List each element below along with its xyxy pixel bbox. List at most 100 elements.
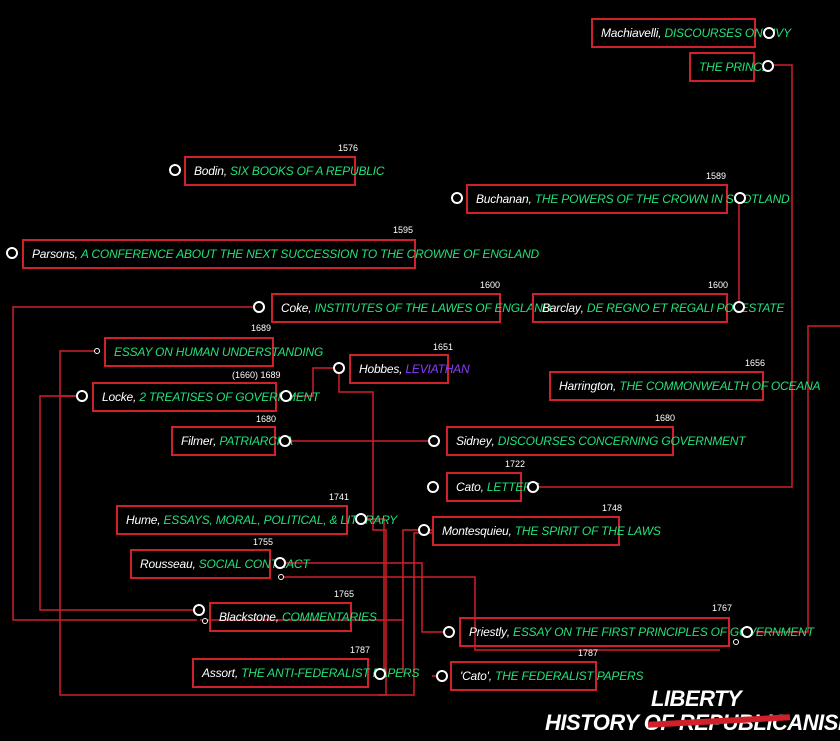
entry-cato-federalist: 'Cato', THE FEDERALIST PAPERS bbox=[450, 661, 643, 691]
year-priestly: 1767 bbox=[712, 603, 733, 613]
dot-priestly bbox=[733, 639, 739, 645]
entry-bodin: Bodin, SIX BOOKS OF A REPUBLIC bbox=[184, 156, 385, 186]
entry-coke: Coke, INSTITUTES OF THE LAWES OF ENGLAND bbox=[271, 293, 551, 323]
entry-sidney: Sidney, DISCOURSES CONCERNING GOVERNMENT bbox=[446, 426, 746, 456]
dot-rousseau bbox=[278, 574, 284, 580]
work-title: ESSAYS, MORAL, POLITICAL, & LITERARY bbox=[163, 513, 398, 527]
work-title: THE POWERS OF THE CROWN IN SCOTLAND bbox=[534, 192, 790, 206]
node-filmer bbox=[279, 435, 291, 447]
work-title: 2 TREATISES OF GOVERNMENT bbox=[139, 390, 320, 404]
work-title: A CONFERENCE ABOUT THE NEXT SUCCESSION T… bbox=[80, 247, 540, 261]
author: Cato bbox=[456, 480, 481, 494]
year-harrington: 1656 bbox=[745, 358, 766, 368]
entry-harrington: Harrington, THE COMMONWEALTH OF OCEANA bbox=[549, 371, 821, 401]
author: Sidney bbox=[456, 434, 492, 448]
node-blackstone bbox=[193, 604, 205, 616]
work-title: PATRIARCHA bbox=[219, 434, 293, 448]
year-filmer: 1680 bbox=[256, 414, 277, 424]
author: Coke bbox=[281, 301, 309, 315]
work-title: SOCIAL CONTRACT bbox=[198, 557, 310, 571]
year-bodin: 1576 bbox=[338, 143, 359, 153]
year-coke: 1600 bbox=[480, 280, 501, 290]
year-montesquieu: 1748 bbox=[602, 503, 623, 513]
author: Rousseau bbox=[140, 557, 193, 571]
year-locke-essay: 1689 bbox=[251, 323, 272, 333]
entry-parsons: Parsons, A CONFERENCE ABOUT THE NEXT SUC… bbox=[22, 239, 539, 269]
work-title: ESSAY ON HUMAN UNDERSTANDING bbox=[114, 345, 324, 359]
node-locke-treatises-right bbox=[280, 390, 292, 402]
author: Buchanan bbox=[476, 192, 529, 206]
line-montesquieu-assort bbox=[402, 529, 432, 673]
author: Machiavelli bbox=[601, 26, 659, 40]
entry-hume: Hume, ESSAYS, MORAL, POLITICAL, & LITERA… bbox=[116, 505, 397, 535]
work-title: ESSAY ON THE FIRST PRINCIPLES OF GOVERNM… bbox=[513, 625, 814, 639]
dot-locke-essay bbox=[94, 348, 100, 354]
work-title: DE REGNO ET REGALI POTESTATE bbox=[586, 301, 785, 315]
node-assort bbox=[374, 668, 386, 680]
node-locke-treatises-left bbox=[76, 390, 88, 402]
year-blackstone: 1765 bbox=[334, 589, 355, 599]
entry-machiavelli-discourses: Machiavelli, DISCOURSES ON LIVY bbox=[591, 18, 791, 48]
year-barclay: 1600 bbox=[708, 280, 729, 290]
work-title: THE ANTI-FEDERALIST PAPERS bbox=[241, 666, 420, 680]
node-machiavelli-prince bbox=[762, 60, 774, 72]
line-harrington-priestly bbox=[756, 325, 840, 633]
node-cato-federalist bbox=[436, 670, 448, 682]
line-locke-hobbes bbox=[286, 367, 339, 397]
year-assort: 1787 bbox=[350, 645, 371, 655]
author: Blackstone bbox=[219, 610, 276, 624]
year-hobbes: 1651 bbox=[433, 342, 454, 352]
author: Parsons bbox=[32, 247, 75, 261]
line-coke-blackstone bbox=[12, 306, 254, 621]
year-locke-treatises: (1660) 1689 bbox=[232, 370, 281, 380]
node-montesquieu bbox=[418, 524, 430, 536]
year-parsons: 1595 bbox=[393, 225, 414, 235]
year-hume: 1741 bbox=[329, 492, 350, 502]
node-buchanan-right bbox=[734, 192, 746, 204]
entry-locke-treatises: Locke, 2 TREATISES OF GOVERNMENT bbox=[92, 382, 319, 412]
work-title: INSTITUTES OF THE LAWES OF ENGLAND bbox=[314, 301, 552, 315]
dot-blackstone bbox=[202, 618, 208, 624]
entry-priestly: Priestly, ESSAY ON THE FIRST PRINCIPLES … bbox=[459, 617, 814, 647]
work-title: DISCOURSES CONCERNING GOVERNMENT bbox=[497, 434, 746, 448]
entry-locke-essay: ESSAY ON HUMAN UNDERSTANDING bbox=[104, 337, 323, 367]
author: 'Cato' bbox=[460, 669, 489, 683]
node-sidney bbox=[428, 435, 440, 447]
node-parsons bbox=[6, 247, 18, 259]
author: Hobbes bbox=[359, 362, 400, 376]
node-priestly-left bbox=[443, 626, 455, 638]
entry-filmer: Filmer, PATRIARCHA bbox=[171, 426, 293, 456]
year-rousseau: 1755 bbox=[253, 537, 274, 547]
title-liberty: LIBERTY bbox=[651, 686, 742, 711]
node-bodin bbox=[169, 164, 181, 176]
line-prince-cato bbox=[537, 64, 793, 488]
work-title: THE PRINCE bbox=[699, 60, 770, 74]
year-cato: 1722 bbox=[505, 459, 526, 469]
line-rousseau-dot bbox=[281, 576, 720, 651]
author: Montesquieu bbox=[442, 524, 509, 538]
author: Assort bbox=[202, 666, 235, 680]
work-title: THE FEDERALIST PAPERS bbox=[495, 669, 644, 683]
year-sidney: 1680 bbox=[655, 413, 676, 423]
node-machiavelli-discourses bbox=[763, 27, 775, 39]
entry-blackstone: Blackstone, COMMENTARIES bbox=[209, 602, 377, 632]
node-cato-left bbox=[427, 481, 439, 493]
node-buchanan bbox=[451, 192, 463, 204]
node-rousseau bbox=[274, 557, 286, 569]
author: Filmer bbox=[181, 434, 214, 448]
node-priestly-right bbox=[741, 626, 753, 638]
author: Bodin bbox=[194, 164, 224, 178]
author: Barclay bbox=[542, 301, 581, 315]
entry-montesquieu: Montesquieu, THE SPIRIT OF THE LAWS bbox=[432, 516, 661, 546]
entry-machiavelli-prince: THE PRINCE bbox=[689, 52, 770, 82]
entry-rousseau: Rousseau, SOCIAL CONTRACT bbox=[130, 549, 310, 579]
author: Harrington bbox=[559, 379, 614, 393]
node-hobbes bbox=[333, 362, 345, 374]
node-coke bbox=[253, 301, 265, 313]
line-hobbes-hume bbox=[338, 368, 387, 696]
author: Priestly bbox=[469, 625, 507, 639]
entry-barclay: Barclay, DE REGNO ET REGALI POTESTATE bbox=[532, 293, 784, 323]
work-title: THE SPIRIT OF THE LAWS bbox=[514, 524, 661, 538]
node-cato-right bbox=[527, 481, 539, 493]
